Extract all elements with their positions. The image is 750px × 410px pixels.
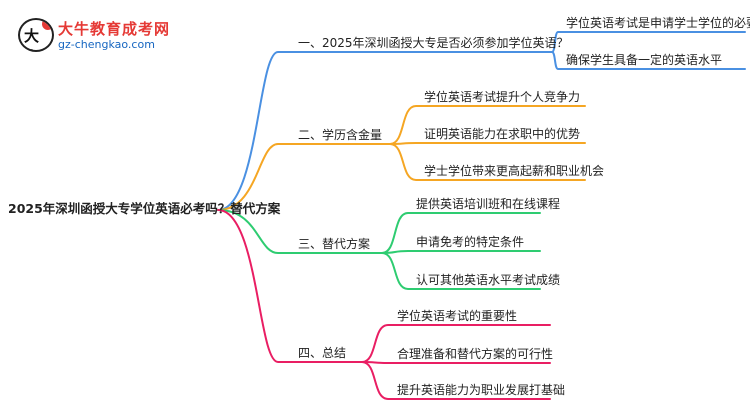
leaf-1-2: 确保学生具备一定的英语水平	[566, 53, 723, 67]
leaf-4-1: 学位英语考试的重要性	[397, 309, 518, 323]
connector-leaf-1-2	[551, 51, 746, 70]
logo-url: gz-chengkao.com	[58, 38, 155, 51]
branch-1: 一、2025年深圳函授大专是否必须参加学位英语？	[298, 36, 569, 50]
branch-3: 三、替代方案	[298, 237, 371, 251]
leaf-3-2: 申请免考的特定条件	[416, 235, 525, 249]
connector-root-branch-2	[217, 143, 293, 211]
connector-leaf-4-2	[361, 361, 551, 364]
connector-root-branch-3	[217, 209, 293, 254]
connector-leaf-2-3	[389, 143, 586, 181]
branch-2: 二、学历含金量	[298, 128, 383, 142]
leaf-4-3: 提升英语能力为职业发展打基础	[397, 383, 566, 397]
connector-root-branch-4	[217, 209, 293, 363]
connector-leaf-3-1	[381, 212, 541, 254]
logo-mark-icon: 大牛	[18, 18, 54, 52]
leaf-3-3: 认可其他英语水平考试成绩	[416, 273, 561, 287]
leaf-3-1: 提供英语培训班和在线课程	[416, 197, 561, 211]
connector-leaf-4-3	[361, 361, 551, 400]
branch-4: 四、总结	[298, 346, 347, 360]
connector-leaf-3-3	[381, 252, 541, 290]
leaf-2-2: 证明英语能力在求职中的优势	[424, 127, 581, 141]
leaf-4-2: 合理准备和替代方案的可行性	[397, 347, 554, 361]
connector-leaf-3-2	[381, 250, 541, 254]
connector-leaf-4-1	[361, 324, 551, 363]
connector-root-branch-1	[217, 51, 293, 211]
leaf-1-1: 学位英语考试是申请学士学位的必要条件	[566, 16, 750, 30]
leaf-2-1: 学位英语考试提升个人竞争力	[424, 90, 581, 104]
connector-leaf-2-2	[389, 142, 586, 145]
logo-title: 大牛教育成考网	[58, 20, 171, 38]
root-node: 2025年深圳函授大专学位英语必考吗？替代方案	[8, 201, 281, 216]
connector-leaf-1-1	[551, 31, 746, 53]
site-logo[interactable]: 大牛 大牛教育成考网 gz-chengkao.com	[18, 16, 183, 56]
connector-leaf-2-1	[389, 105, 586, 145]
leaf-2-3: 学士学位带来更高起薪和职业机会	[424, 164, 605, 178]
